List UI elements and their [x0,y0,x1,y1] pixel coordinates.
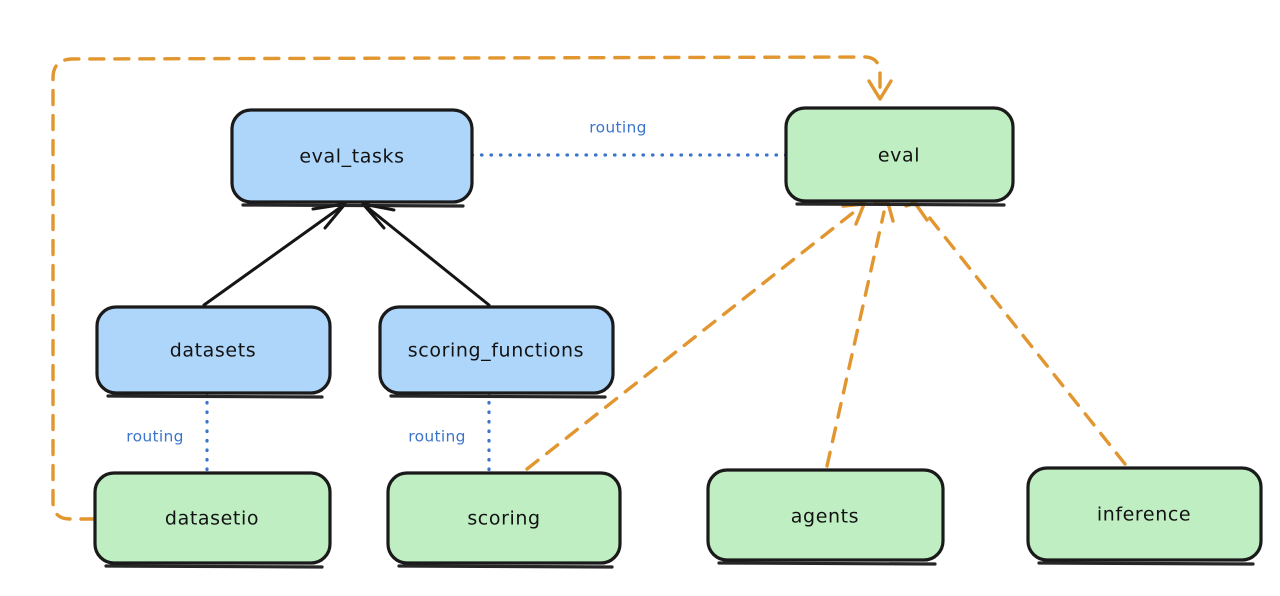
node-scoring-label: scoring [467,508,540,530]
node-eval_tasks-label: eval_tasks [299,146,404,168]
edge-datasets-eval_tasks [202,202,347,307]
node-scoring_functions-box[interactable] [378,305,615,395]
node-layer: eval_tasks eval datasets scoring_functio… [93,106,1263,569]
node-scoring_functions-label: scoring_functions [408,340,584,362]
node-eval[interactable]: eval [784,106,1015,207]
node-datasetio-box[interactable] [93,471,332,565]
edge-inference-eval [904,201,1127,466]
edge-label-routing-eval-tasks: routing [589,119,647,137]
edge-label-routing-scoring-functions: routing [408,428,466,446]
node-inference[interactable]: inference [1026,466,1263,566]
node-datasets[interactable]: datasets [95,305,332,399]
edge-eval_tasks-eval: routing [470,119,788,157]
node-datasets-box[interactable] [95,305,332,395]
node-eval-label: eval [878,145,920,167]
arrowhead-datasetio-eval [867,79,893,101]
edge-scoring_functions-eval_tasks [361,202,491,307]
node-datasetio[interactable]: datasetio [93,471,332,569]
node-agents[interactable]: agents [706,468,945,566]
node-scoring[interactable]: scoring [386,471,622,569]
node-scoring_functions[interactable]: scoring_functions [378,305,615,399]
node-eval-box[interactable] [784,106,1015,203]
node-inference-label: inference [1097,504,1191,526]
node-eval_tasks-box[interactable] [230,108,474,204]
node-datasets-label: datasets [170,340,257,362]
edge-scoring_functions-scoring: routing [408,391,491,474]
node-scoring-box[interactable] [386,471,622,565]
edge-datasetio-eval [51,55,893,521]
node-eval_tasks[interactable]: eval_tasks [230,108,474,208]
edge-label-routing-datasets: routing [126,428,184,446]
node-agents-label: agents [791,506,859,528]
node-datasetio-label: datasetio [165,508,259,530]
node-agents-box[interactable] [706,468,945,562]
edge-datasets-datasetio: routing [126,391,209,474]
node-inference-box[interactable] [1026,466,1263,562]
edge-agents-eval [825,201,895,468]
